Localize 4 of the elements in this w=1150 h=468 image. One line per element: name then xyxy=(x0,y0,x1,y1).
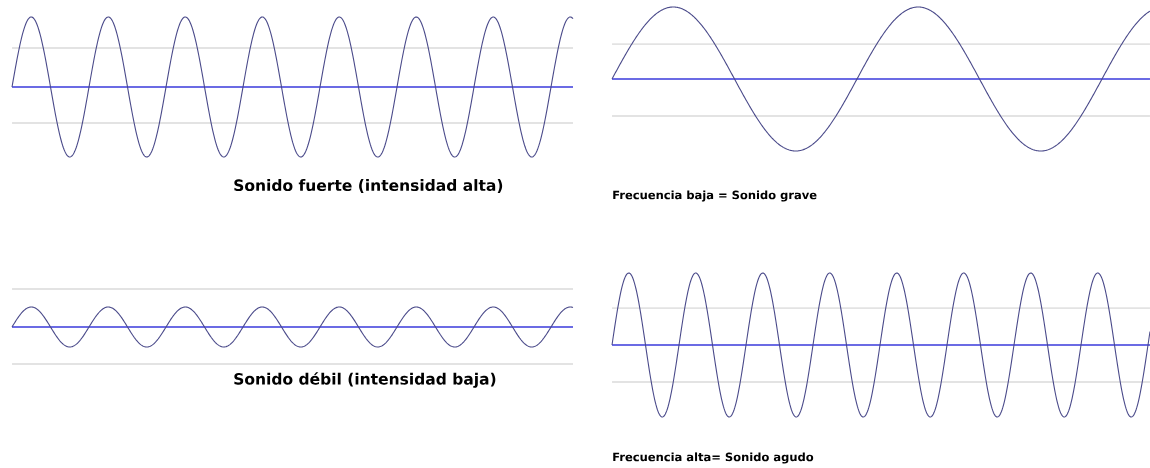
caption: Frecuencia alta= Sonido agudo xyxy=(613,452,814,464)
caption: Sonido débil (intensidad baja) xyxy=(234,372,496,388)
caption: Frecuencia baja = Sonido grave xyxy=(613,190,817,202)
caption: Sonido fuerte (intensidad alta) xyxy=(234,179,503,193)
